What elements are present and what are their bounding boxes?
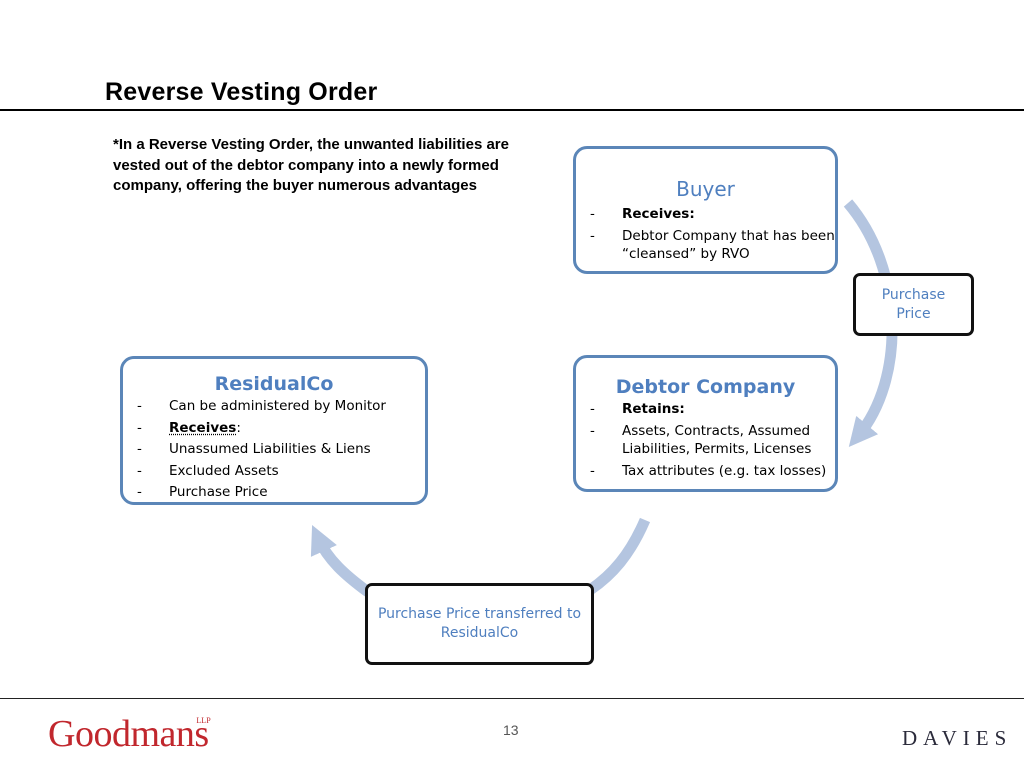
debtor-company-box: Debtor Company - Retains: - Assets, Cont… (573, 355, 838, 492)
purchase-price-label: Purchase Price (881, 286, 946, 322)
list-item: - Assets, Contracts, Assumed Liabilities… (590, 422, 812, 458)
list-item: - Can be administered by Monitor (137, 398, 386, 414)
list-item: - Receives: (590, 206, 695, 222)
list-item: - Purchase Price (137, 484, 268, 500)
buyer-title: Buyer (676, 177, 735, 201)
debtor-list: - Retains: - Assets, Contracts, Assumed … (576, 400, 835, 480)
list-item: - Excluded Assets (137, 462, 279, 479)
debtor-title: Debtor Company (615, 376, 796, 398)
footer-divider (0, 698, 1024, 699)
purchase-price-transfer-box: Purchase Price transferred to ResidualCo (365, 583, 594, 665)
buyer-list: - Receives: - Debtor Company that has be… (576, 205, 835, 264)
list-item: - Debtor Company that has been “cleansed… (590, 227, 835, 263)
transfer-label: Purchase Price transferred to ResidualCo (377, 606, 582, 641)
residualco-list: - Can be administered by Monitor - Recei… (123, 397, 425, 502)
page-title: Reverse Vesting Order (105, 78, 378, 106)
explanatory-note: *In a Reverse Vesting Order, the unwante… (113, 136, 509, 194)
residualco-title: ResidualCo (214, 373, 334, 395)
arrow-debtor-to-transfer (586, 517, 651, 595)
list-item: - Tax attributes (e.g. tax losses) (590, 462, 827, 479)
purchase-price-box: Purchase Price (853, 273, 974, 336)
goodmans-llp-suffix: LLP (196, 716, 211, 725)
buyer-box: Buyer - Receives: - Debtor Company that … (573, 146, 838, 274)
residualco-box: ResidualCo - Can be administered by Moni… (120, 356, 428, 505)
page-number: 13 (503, 722, 519, 738)
list-item: - Receives: (137, 419, 241, 436)
arrow-transfer-to-residual (310, 524, 372, 597)
list-item: - Retains: (590, 401, 685, 417)
goodmans-logo: Goodmans LLP (48, 712, 211, 756)
residualco-receives-label: Receives (169, 419, 237, 436)
davies-logo: DAVIES (902, 726, 1013, 750)
debtor-retains-label: Retains: (622, 401, 685, 417)
buyer-receives-label: Receives: (622, 206, 695, 222)
goodmans-logo-text: Goodmans (48, 713, 209, 755)
header-divider (0, 109, 1024, 111)
list-item: - Unassumed Liabilities & Liens (137, 441, 371, 457)
